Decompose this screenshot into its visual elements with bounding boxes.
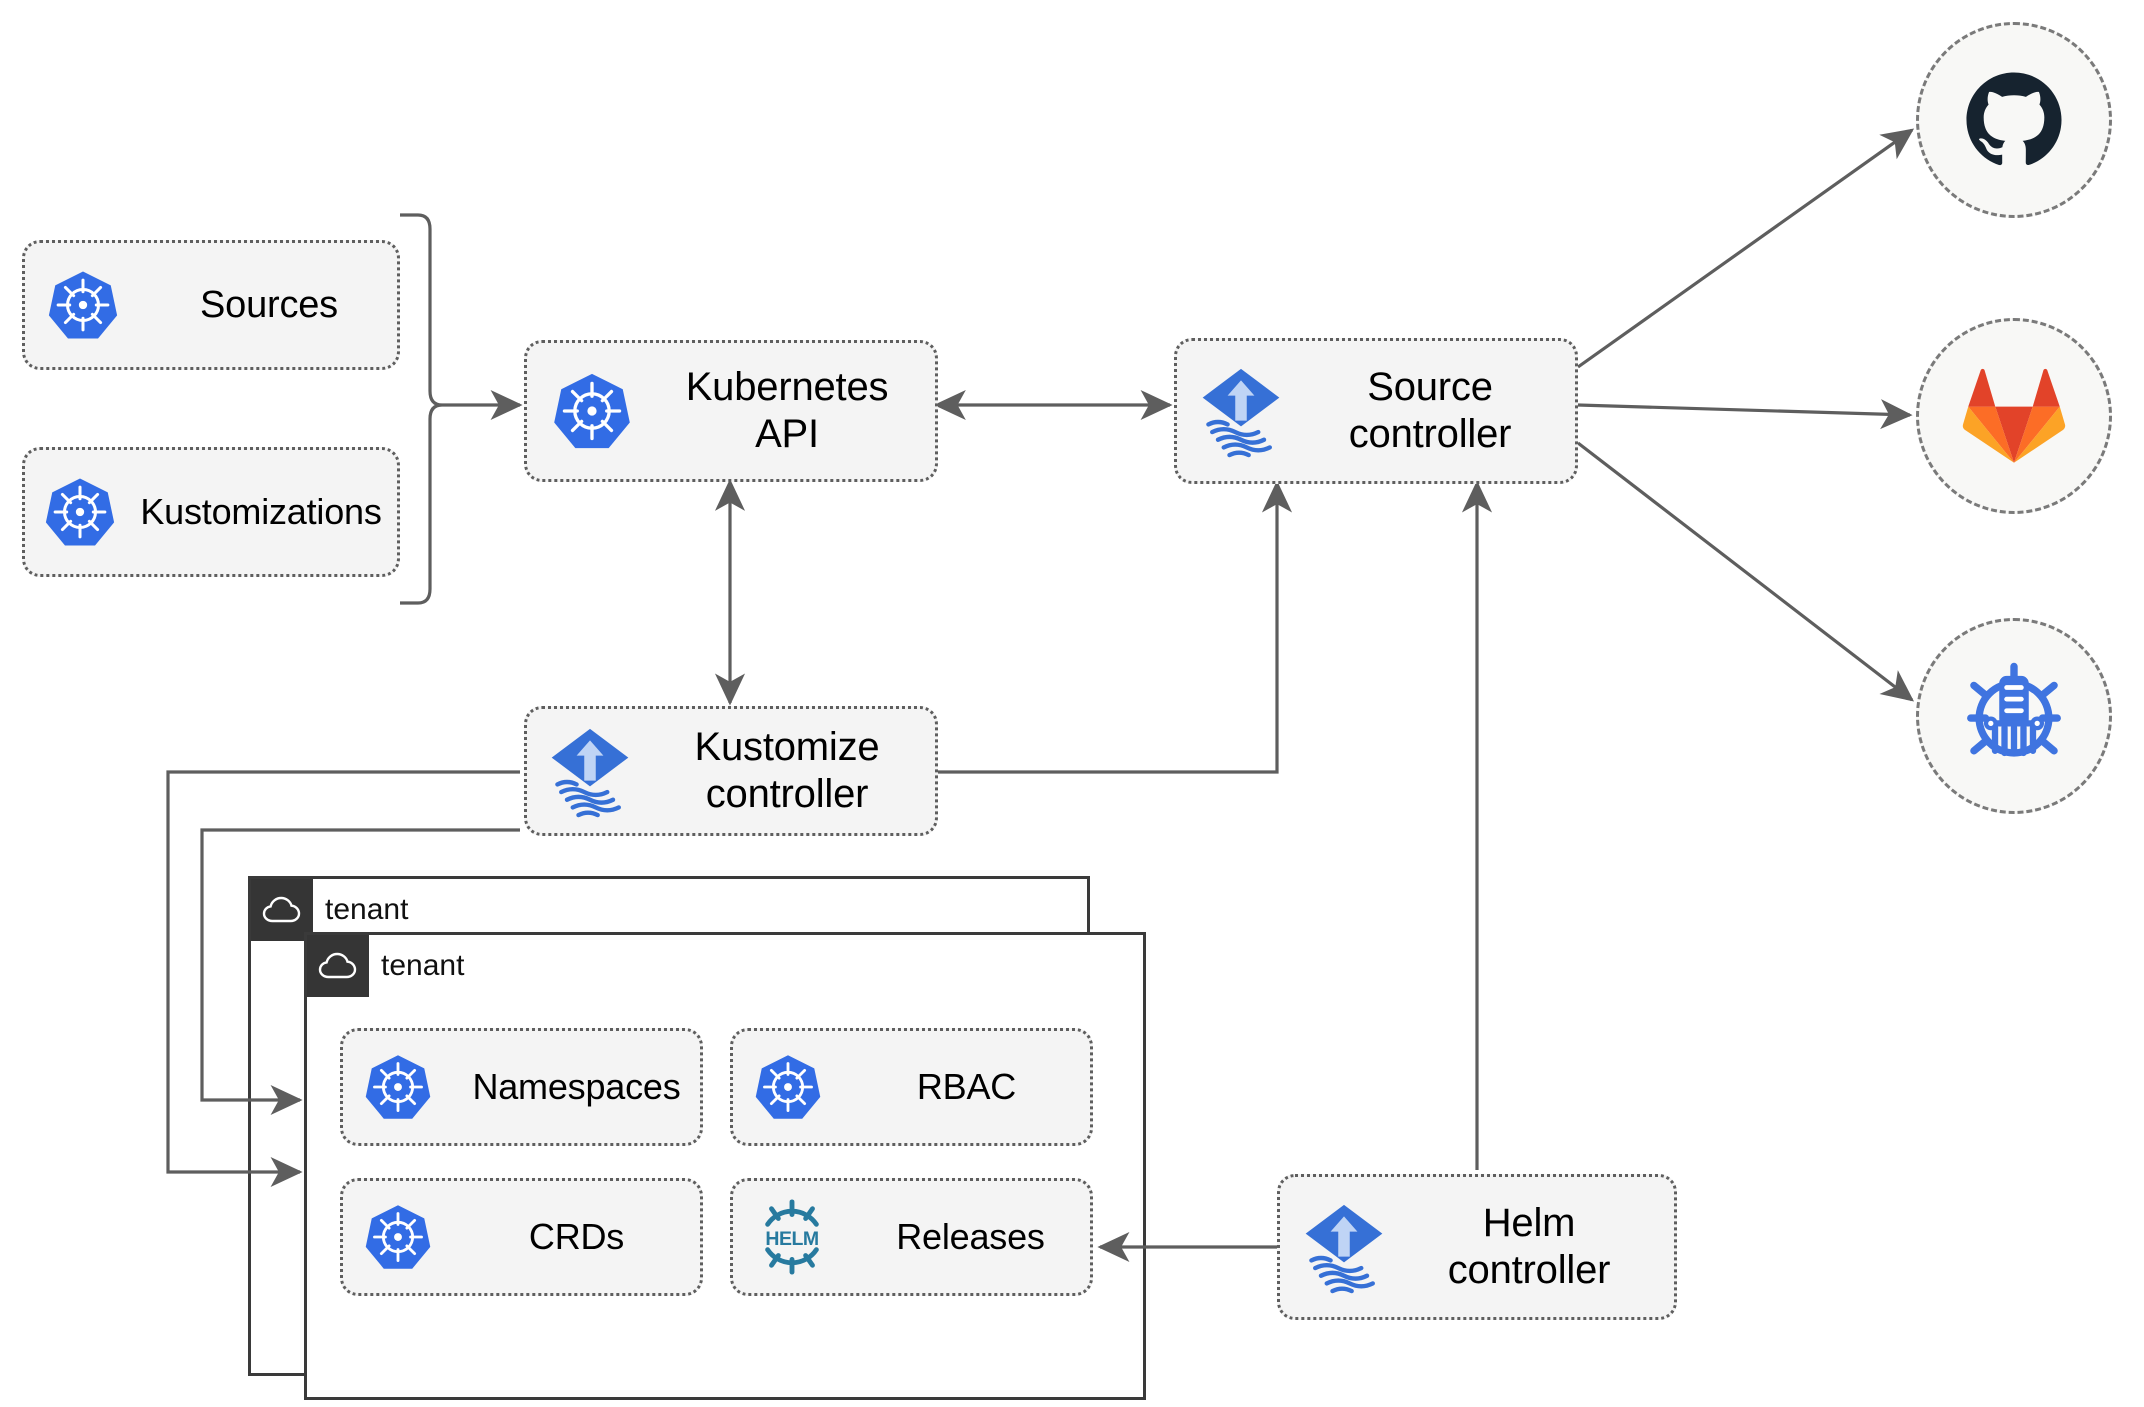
node-label: Releases [896,1215,1045,1257]
node-releases[interactable]: HELM Releases [730,1178,1093,1296]
repo-helm-repository[interactable] [1916,618,2112,814]
tenant-label: tenant [381,949,465,982]
repo-gitlab[interactable] [1916,318,2112,514]
node-label: Sources [199,283,338,326]
kubernetes-icon [25,475,135,549]
flux-icon [527,723,653,819]
node-label: CRDs [528,1215,625,1257]
node-label: Helm controller [1447,1200,1611,1292]
node-label: Source controller [1348,364,1512,456]
helm-icon: HELM [733,1198,851,1276]
edge-source-controller-gitlab [1577,399,1913,430]
node-label: Kustomizations [140,490,382,532]
node-kustomizations[interactable]: Kustomizations [22,447,400,577]
node-label: Namespaces [472,1065,681,1107]
edge-source-controller-helm-repository [1577,441,1915,702]
flux-icon [1280,1199,1408,1295]
edge-source-controller-github [1577,128,1915,369]
kubernetes-icon [343,1052,453,1122]
kubernetes-icon [527,370,657,452]
helm-repository-icon [1967,662,2061,757]
node-label: RBAC [916,1065,1017,1107]
edge-kustomize-controller-source-controller [938,480,1293,774]
kubernetes-icon [733,1052,843,1122]
svg-text:HELM: HELM [765,1228,818,1250]
node-kubernetes-api[interactable]: Kubernetes API [524,340,938,482]
node-crds[interactable]: CRDs [340,1178,703,1296]
gitlab-icon [1962,368,2066,463]
kubernetes-icon [343,1202,453,1272]
node-rbac[interactable]: RBAC [730,1028,1093,1146]
group-bracket [400,213,443,605]
node-namespaces[interactable]: Namespaces [340,1028,703,1146]
tenant-frame-inner: tenant [304,932,1146,1400]
cloud-icon [307,935,369,997]
node-label: Kustomize controller [694,724,880,816]
node-sources[interactable]: Sources [22,240,400,370]
github-icon [1966,72,2062,166]
repo-github[interactable] [1916,22,2112,218]
flux-icon [1177,363,1305,459]
node-source-controller[interactable]: Source controller [1174,338,1578,484]
node-kustomize-controller[interactable]: Kustomize controller [524,706,938,836]
node-label: Kubernetes API [685,364,889,456]
kubernetes-icon [25,268,141,342]
node-helm-controller[interactable]: Helm controller [1277,1174,1677,1320]
